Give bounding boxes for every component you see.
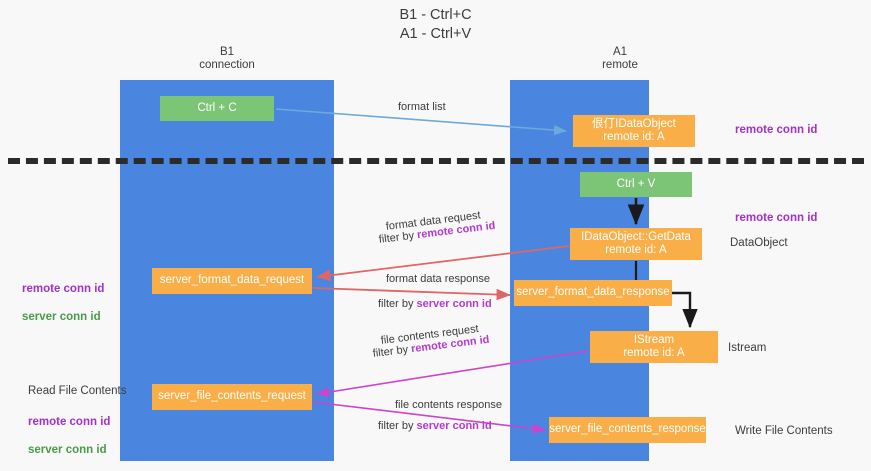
filter-prefix: filter by xyxy=(372,343,412,360)
node-ctrl-v[interactable]: Ctrl + V xyxy=(580,172,692,197)
edge-label-format-data-response: format data response xyxy=(386,273,490,285)
annotation-remote-conn-id-mid: remote conn id xyxy=(735,212,818,224)
annotation-remote-conn-id: remote conn id xyxy=(22,283,105,295)
lane-header-a1: A1 remote xyxy=(602,46,638,71)
filter-prefix: filter by xyxy=(378,420,417,432)
connector-response-istream xyxy=(672,291,698,329)
annotation-left-conn-id-legend: remote conn id server conn id xyxy=(22,268,104,338)
edge-label-file-contents-response: file contents response xyxy=(395,399,503,411)
node-idataobject-getdata[interactable]: IDataObject::GetData remote id: A xyxy=(570,228,702,260)
annotation-server-conn-id-2: server conn id xyxy=(28,444,107,456)
node-istream[interactable]: IStream remote id: A xyxy=(590,331,718,363)
annotation-server-conn-id: server conn id xyxy=(22,311,101,323)
annotation-read-file-contents: Read File Contents xyxy=(28,385,127,397)
page-title: B1 - Ctrl+C A1 - Ctrl+V xyxy=(399,7,472,42)
annotation-write-file-contents: Write File Contents xyxy=(735,425,833,437)
node-server-format-data-response[interactable]: server_format_data_response xyxy=(514,280,672,306)
connector-format-data-response xyxy=(312,287,511,301)
node-ctrl-c[interactable]: Ctrl + C xyxy=(160,96,274,121)
filter-key-server-conn-id: server conn id xyxy=(416,420,492,432)
node-idataobject[interactable]: 佷仃IDataObject remote id: A xyxy=(573,115,695,147)
phase-divider xyxy=(8,158,864,164)
node-server-format-data-request[interactable]: server_format_data_request xyxy=(152,268,312,294)
annotation-remote-conn-id-top: remote conn id xyxy=(735,124,818,136)
annotation-dataobject: DataObject xyxy=(730,237,788,249)
annotation-remote-conn-id-2: remote conn id xyxy=(28,416,111,428)
annotation-istream: Istream xyxy=(728,342,767,354)
filter-prefix: filter by xyxy=(378,298,417,310)
filter-key-server-conn-id: server conn id xyxy=(416,298,492,310)
node-server-file-contents-response[interactable]: server_file_contents_response xyxy=(549,417,706,443)
annotation-left-conn-id-legend-2: remote conn id server conn id xyxy=(28,401,110,471)
node-server-file-contents-request[interactable]: server_file_contents_request xyxy=(152,384,312,410)
edge-label-file-contents-response-filter: filter by server conn id xyxy=(378,419,492,434)
edge-label-format-list: format list xyxy=(398,101,446,113)
edge-label-format-data-response-filter: filter by server conn id xyxy=(378,297,492,312)
lane-header-b1: B1 connection xyxy=(199,46,255,71)
filter-prefix: filter by xyxy=(378,229,418,246)
